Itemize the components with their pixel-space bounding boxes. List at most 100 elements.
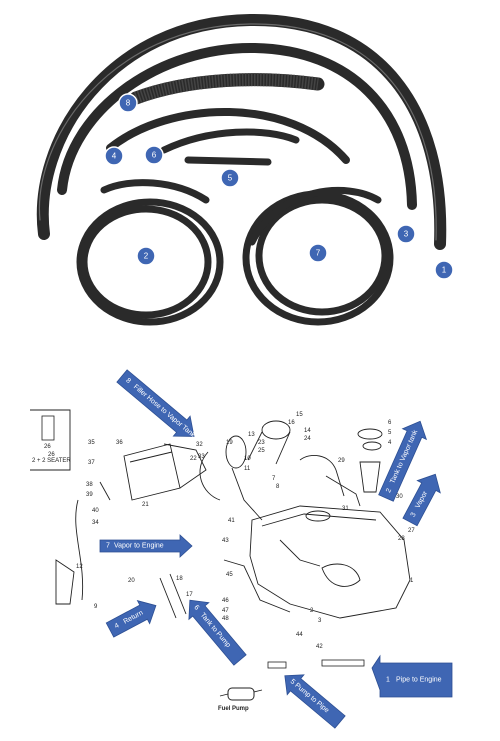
svg-text:20: 20 [128,578,135,584]
svg-text:1: 1 [386,677,390,684]
svg-text:26: 26 [48,452,55,458]
svg-text:35: 35 [88,440,95,446]
hose-5 [184,156,272,166]
svg-text:2: 2 [144,252,149,261]
svg-text:5: 5 [388,430,392,436]
hose-3 [57,42,417,210]
svg-text:47: 47 [222,608,229,614]
vapor-canister [123,443,207,501]
svg-text:15: 15 [296,412,303,418]
svg-text:3: 3 [404,230,409,239]
svg-text:29: 29 [338,458,345,464]
fuel-pump: Fuel Pump [218,687,263,712]
callout-1: 1 [434,260,454,280]
svg-text:2: 2 [385,487,393,494]
svg-text:8: 8 [276,484,280,490]
svg-text:14: 14 [304,428,311,434]
svg-text:44: 44 [296,632,303,638]
seater-inset: 26 2 + 2 SEATER [30,409,71,471]
filler-neck [199,420,291,521]
callout-7: 7 [308,243,328,263]
svg-text:5: 5 [289,678,297,686]
svg-text:3: 3 [410,512,418,519]
arrow-pipe-to-engine: 1 Pipe to Engine [371,654,453,698]
svg-text:45: 45 [226,572,233,578]
svg-text:25: 25 [258,448,265,454]
svg-text:28: 28 [398,536,405,542]
callout-4: 4 [104,146,124,166]
svg-text:33: 33 [198,454,205,460]
svg-text:6: 6 [388,420,392,426]
svg-text:37: 37 [88,460,95,466]
svg-text:1: 1 [410,578,414,584]
svg-text:13: 13 [248,432,255,438]
svg-text:27: 27 [408,528,415,534]
hose-8 [129,73,325,105]
svg-text:1: 1 [442,266,447,275]
callout-2: 2 [136,246,156,266]
svg-text:46: 46 [222,598,229,604]
parts-diagram: 26 2 + 2 SEATER [30,369,453,729]
svg-text:5: 5 [228,174,233,183]
svg-text:32: 32 [196,442,203,448]
svg-text:19: 19 [226,440,233,446]
fuel-tank [249,505,411,619]
svg-text:6: 6 [152,151,157,160]
svg-text:17: 17 [186,592,193,598]
callout-6: 6 [144,145,164,165]
svg-text:26: 26 [44,444,51,450]
svg-text:11: 11 [244,466,251,472]
arrow-vapor: 3 Vapor [402,473,441,527]
hose-1 [36,13,447,250]
svg-text:40: 40 [92,508,99,514]
svg-text:Pipe to Engine: Pipe to Engine [396,677,442,684]
svg-text:24: 24 [304,436,311,442]
hose-4 [106,107,350,164]
arrow-filler-hose-to-vapor-tank: 8 Filler Hose to Vapor Tank [116,369,197,440]
callout-8: 8 [118,93,138,113]
svg-text:7: 7 [106,543,110,550]
seater-label: 2 + 2 SEATER [32,458,71,464]
svg-text:43: 43 [222,538,229,544]
svg-text:8: 8 [124,377,132,385]
svg-text:Filler Hose to Vapor Tank: Filler Hose to Vapor Tank [132,384,197,440]
svg-text:2: 2 [310,608,314,614]
svg-text:4: 4 [388,440,392,446]
svg-text:23: 23 [258,440,265,446]
svg-text:41: 41 [228,518,235,524]
callout-3: 3 [396,224,416,244]
svg-text:7: 7 [272,476,276,482]
svg-text:42: 42 [316,644,323,650]
arrow-return: 4 Return [105,600,157,638]
hose-photo: 1 2 3 4 5 6 7 8 [36,13,454,326]
svg-text:8: 8 [126,99,131,108]
svg-text:12: 12 [76,564,83,570]
arrow-pump-to-pipe: Pump to Pipe 5 [284,674,346,729]
svg-text:31: 31 [342,506,349,512]
svg-text:16: 16 [288,420,295,426]
callout-5: 5 [220,168,240,188]
svg-text:7: 7 [316,249,321,258]
svg-text:39: 39 [86,492,93,498]
part-number-labels: 13 14 15 16 19 23 24 32 35 36 37 38 39 4… [48,412,415,650]
svg-text:10: 10 [244,456,251,462]
svg-text:30: 30 [396,494,403,500]
svg-text:38: 38 [86,482,93,488]
svg-text:34: 34 [92,520,99,526]
svg-text:6: 6 [192,604,200,612]
pipe-pieces [267,659,365,669]
arrow-tank-to-pump: Tank to Pump 6 [188,599,247,666]
hose-6 [160,128,300,154]
svg-text:18: 18 [176,576,183,582]
hose-2 [76,179,224,326]
fuel-pump-label: Fuel Pump [218,706,249,712]
svg-text:21: 21 [142,502,149,508]
svg-text:Vapor to Engine: Vapor to Engine [114,543,164,550]
svg-text:3: 3 [318,618,322,624]
hose-7 [242,187,394,326]
svg-text:4: 4 [114,622,121,630]
svg-text:48: 48 [222,616,229,622]
svg-text:22: 22 [190,456,197,462]
right-vent [299,428,383,507]
